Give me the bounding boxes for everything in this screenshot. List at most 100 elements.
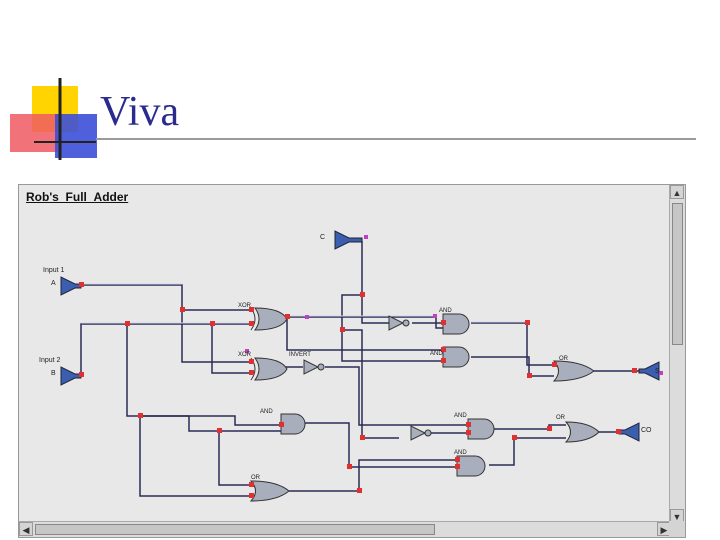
pin xyxy=(441,347,446,352)
pin xyxy=(285,314,290,319)
wire-and1-to-and5 xyxy=(295,422,457,468)
xor2-label: XOR xyxy=(238,352,252,358)
slide-title: Viva xyxy=(100,89,180,135)
invert3-bubble xyxy=(424,429,432,437)
vertical-scroll-thumb[interactable] xyxy=(672,203,683,345)
pin xyxy=(245,349,249,353)
pin xyxy=(466,430,471,435)
pin xyxy=(441,320,446,325)
xor2-gate[interactable] xyxy=(254,357,288,381)
wire-highlights xyxy=(81,283,527,324)
pin xyxy=(527,373,532,378)
pin xyxy=(512,435,517,440)
and2-label: AND xyxy=(439,308,452,314)
wire-to-or3-a xyxy=(139,416,251,497)
logo-blue-square xyxy=(55,114,97,158)
pin xyxy=(360,292,365,297)
pin xyxy=(340,327,345,332)
output-co-connector[interactable] xyxy=(618,422,640,442)
and3-label: AND xyxy=(430,351,443,357)
output-s-connector[interactable] xyxy=(638,361,660,381)
input-a-connector[interactable] xyxy=(60,276,82,296)
or3-gate[interactable] xyxy=(249,480,290,502)
pin xyxy=(455,464,460,469)
or1-label: OR xyxy=(559,356,569,362)
wire-invert1-to-and4 xyxy=(325,366,468,426)
pin xyxy=(217,428,222,433)
pin xyxy=(249,493,254,498)
pin xyxy=(552,362,557,367)
title-divider xyxy=(96,138,696,140)
pin xyxy=(249,482,254,487)
pin xyxy=(659,371,663,375)
pin xyxy=(547,426,552,431)
xor1-gate[interactable] xyxy=(254,307,288,331)
circuit-canvas[interactable]: Rob's_Full_Adder xyxy=(19,185,669,525)
wires xyxy=(80,241,639,497)
or3-label: OR xyxy=(251,475,261,481)
wire-b-to-xor1 xyxy=(80,323,251,375)
horizontal-scroll-thumb[interactable] xyxy=(35,524,435,535)
wire-and1-input xyxy=(140,415,281,426)
pin xyxy=(138,413,143,418)
and5-label: AND xyxy=(454,450,467,456)
pin xyxy=(79,282,84,287)
and1-gate[interactable] xyxy=(280,413,306,435)
pin xyxy=(364,235,368,239)
circuit-diagram: Input 1 A Input 2 B C S CO XOR XOR INVER… xyxy=(39,230,663,502)
and3-gate[interactable] xyxy=(442,346,470,368)
and4-gate[interactable] xyxy=(467,418,495,440)
invert2-bubble xyxy=(402,319,410,327)
scroll-left-button[interactable]: ◀ xyxy=(19,522,33,536)
wire-a-to-xor2 xyxy=(181,310,251,363)
or1-gate[interactable] xyxy=(552,360,595,382)
wire-c-to-and4-not xyxy=(342,329,399,439)
pin xyxy=(210,321,215,326)
input-c-connector[interactable] xyxy=(334,230,363,250)
wire-and2-to-or1 xyxy=(471,322,554,366)
horizontal-scrollbar[interactable]: ◀ ▶ xyxy=(19,521,671,537)
pin xyxy=(466,422,471,427)
io-connectors xyxy=(60,230,660,442)
pin xyxy=(616,429,621,434)
invert3-gate[interactable] xyxy=(410,425,427,441)
pin-markers xyxy=(79,282,637,498)
pin xyxy=(360,435,365,440)
or2-label: OR xyxy=(556,415,566,421)
input-b-label: B xyxy=(51,370,56,377)
pin xyxy=(433,314,437,318)
invert2-gate[interactable] xyxy=(388,315,405,331)
xor1-label: XOR xyxy=(238,303,252,309)
scrollbar-corner xyxy=(669,521,685,537)
circuit-window[interactable]: Rob's_Full_Adder xyxy=(18,184,686,538)
pin xyxy=(347,464,352,469)
logo-decoration xyxy=(10,78,97,160)
pin xyxy=(125,321,130,326)
and2-gate[interactable] xyxy=(442,313,470,335)
wire-to-or3-b xyxy=(218,431,251,486)
and5-gate[interactable] xyxy=(456,455,486,477)
wire-or3-to-and5 xyxy=(289,459,457,492)
pin xyxy=(249,321,254,326)
pin xyxy=(455,457,460,462)
invert1-gate[interactable] xyxy=(303,359,320,375)
wire-and3-to-or1 xyxy=(471,356,554,377)
input-2-caption: Input 2 xyxy=(39,357,61,364)
pin xyxy=(180,307,185,312)
pin-markers-alt xyxy=(245,235,663,375)
and4-label: AND xyxy=(454,413,467,419)
wire-and5-to-or2 xyxy=(489,437,566,466)
input-b-connector[interactable] xyxy=(60,366,82,386)
pin xyxy=(357,488,362,493)
pin xyxy=(279,422,284,427)
scroll-up-button[interactable]: ▲ xyxy=(670,185,684,199)
input-c-label: C xyxy=(320,234,325,241)
pin xyxy=(249,307,254,312)
invert1-bubble xyxy=(317,363,325,371)
or2-gate[interactable] xyxy=(564,421,600,443)
wire-c-down xyxy=(341,241,443,362)
pin xyxy=(305,315,309,319)
pin xyxy=(441,358,446,363)
wire-a-to-xor1 xyxy=(81,284,251,311)
vertical-scrollbar[interactable]: ▲ ▼ xyxy=(669,185,685,523)
